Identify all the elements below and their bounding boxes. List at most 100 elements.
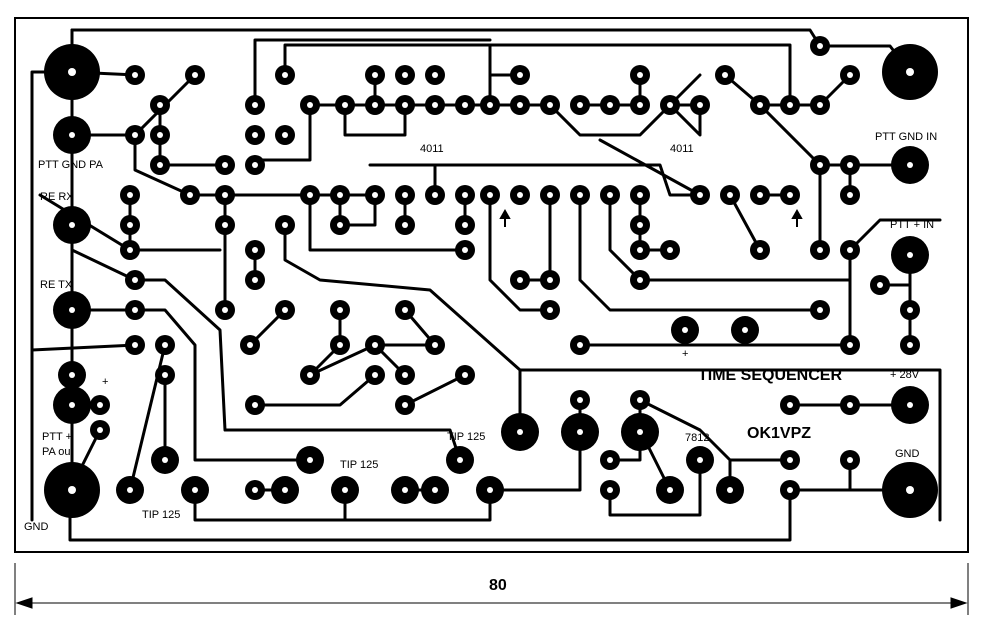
drill-hole	[69, 402, 75, 408]
drill-hole	[742, 327, 748, 333]
drill-hole	[252, 402, 258, 408]
drill-hole	[787, 402, 793, 408]
drill-hole	[157, 102, 163, 108]
drill-hole	[817, 307, 823, 313]
drill-hole	[847, 402, 853, 408]
drill-hole	[517, 429, 523, 435]
drill-hole	[252, 162, 258, 168]
drill-hole	[547, 307, 553, 313]
drill-hole	[907, 162, 913, 168]
drill-hole	[162, 342, 168, 348]
drill-hole	[817, 43, 823, 49]
drill-hole	[462, 372, 468, 378]
label-ptt-plus-in: PTT + IN	[890, 219, 934, 231]
drill-hole	[402, 487, 408, 493]
drill-hole	[307, 457, 313, 463]
label-ic-left: 4011	[420, 143, 444, 155]
drill-hole	[402, 102, 408, 108]
label-re-rx: RE RX	[40, 191, 74, 203]
drill-hole	[132, 307, 138, 313]
drill-hole	[282, 307, 288, 313]
drill-hole	[282, 132, 288, 138]
drill-hole	[307, 192, 313, 198]
drill-hole	[282, 72, 288, 78]
label-ptt-gnd-in: PTT GND IN	[875, 131, 937, 143]
drill-hole	[667, 102, 673, 108]
drill-hole	[132, 277, 138, 283]
drill-hole	[462, 192, 468, 198]
drill-hole	[637, 192, 643, 198]
drill-hole	[817, 162, 823, 168]
drill-hole	[127, 222, 133, 228]
drill-hole	[337, 222, 343, 228]
drill-hole	[547, 192, 553, 198]
drill-hole	[337, 307, 343, 313]
drill-hole	[547, 102, 553, 108]
drill-hole	[432, 72, 438, 78]
board-callsign: OK1VPZ	[747, 425, 811, 442]
label-plus-left: +	[102, 376, 108, 388]
drill-hole	[847, 342, 853, 348]
drill-hole	[847, 192, 853, 198]
drill-hole	[222, 162, 228, 168]
drill-hole	[127, 487, 133, 493]
large-pads	[44, 44, 938, 518]
drill-hole	[342, 102, 348, 108]
drill-hole	[577, 397, 583, 403]
label-ic-right: 4011	[670, 143, 694, 155]
drill-hole	[222, 307, 228, 313]
label-ptt-gnd-pa: PTT GND PA	[38, 159, 104, 171]
drill-hole	[69, 222, 75, 228]
drill-hole	[372, 72, 378, 78]
label-ptt-pa-out-2: PA out	[42, 446, 74, 458]
drill-hole	[132, 72, 138, 78]
drill-hole	[637, 247, 643, 253]
drill-hole	[127, 247, 133, 253]
drill-hole	[307, 102, 313, 108]
drill-hole	[462, 222, 468, 228]
drill-hole	[157, 162, 163, 168]
label-plus-28v: + 28V	[890, 369, 920, 381]
board-outline	[14, 17, 969, 553]
label-re-tx: RE TX	[40, 279, 73, 291]
drill-hole	[667, 487, 673, 493]
drill-hole	[577, 429, 583, 435]
drill-hole	[757, 192, 763, 198]
drill-hole	[757, 247, 763, 253]
label-tip125-b: TIP 125	[340, 459, 378, 471]
drill-hole	[697, 192, 703, 198]
drill-hole	[307, 372, 313, 378]
solder-pads	[58, 36, 920, 504]
drill-hole	[162, 372, 168, 378]
drill-hole	[877, 282, 883, 288]
drill-hole	[577, 102, 583, 108]
drill-hole	[282, 487, 288, 493]
drill-hole	[432, 192, 438, 198]
drill-hole	[97, 402, 103, 408]
drill-hole	[127, 192, 133, 198]
drill-hole	[637, 72, 643, 78]
drill-hole	[817, 247, 823, 253]
drill-hole	[372, 342, 378, 348]
drill-hole	[637, 222, 643, 228]
drill-hole	[517, 102, 523, 108]
drill-hole	[487, 487, 493, 493]
drill-hole	[342, 487, 348, 493]
drill-hole	[787, 102, 793, 108]
drill-hole	[517, 72, 523, 78]
label-gnd-left: GND	[24, 521, 49, 533]
drill-hole	[402, 222, 408, 228]
label-gnd-right: GND	[895, 448, 920, 460]
drill-hole	[487, 102, 493, 108]
drill-hole	[68, 68, 76, 76]
drill-hole	[157, 132, 163, 138]
drill-hole	[69, 372, 75, 378]
drill-hole	[372, 102, 378, 108]
drill-hole	[907, 252, 913, 258]
drill-hole	[192, 487, 198, 493]
drill-hole	[607, 192, 613, 198]
drill-hole	[517, 277, 523, 283]
dimension-indicator	[14, 563, 969, 615]
drill-hole	[787, 457, 793, 463]
